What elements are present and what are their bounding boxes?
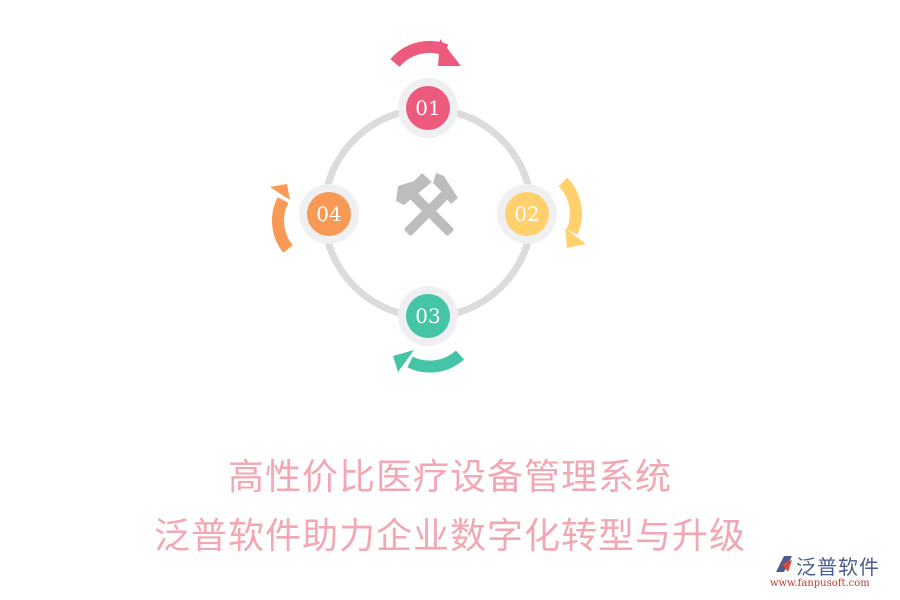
cycle-diagram: 01 02 03 04 [270, 39, 586, 373]
node-01[interactable]: 01 [398, 78, 458, 138]
arrow-right-icon [558, 177, 586, 248]
node-02-label: 02 [514, 202, 539, 226]
logo-url: www.fanpusoft.com [770, 578, 870, 589]
node-04-label: 04 [316, 202, 341, 226]
title-line-1: 高性价比医疗设备管理系统 [227, 457, 672, 498]
arrow-top-icon [390, 39, 461, 68]
node-03[interactable]: 03 [398, 286, 458, 346]
logo-name: 泛普软件 [796, 555, 880, 579]
crossed-hammers-icon [396, 173, 458, 236]
arrow-left-icon [270, 184, 293, 253]
logo-mark-icon [776, 556, 792, 572]
node-02[interactable]: 02 [497, 184, 557, 244]
node-04[interactable]: 04 [299, 184, 359, 244]
brand-logo[interactable]: 泛普软件 www.fanpusoft.com [770, 551, 895, 596]
arrow-bottom-icon [393, 350, 465, 373]
title-line-2: 泛普软件助力企业数字化转型与升级 [153, 516, 746, 557]
node-03-label: 03 [415, 304, 440, 328]
node-01-label: 01 [415, 96, 440, 120]
